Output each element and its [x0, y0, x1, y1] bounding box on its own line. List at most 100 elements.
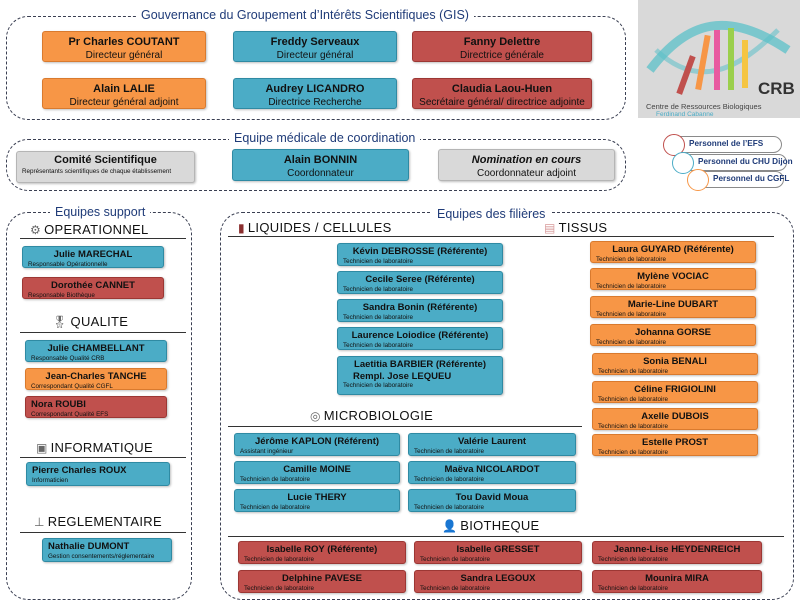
logo-line1: Centre de Ressources Biologiques — [646, 102, 762, 111]
person-name: Alain LALIE — [93, 83, 155, 95]
person-role: Responsable Biothèque — [28, 291, 95, 299]
divider — [540, 236, 774, 237]
person-name: Jeanne-Lise HEYDENREICH — [613, 544, 741, 555]
comite-card: Comité Scientifique Représentants scient… — [16, 151, 195, 183]
person-role: Technicien de laboratoire — [343, 341, 414, 349]
liquides-card: Cecile Seree (Référente) Technicien de l… — [337, 271, 503, 294]
person-name: Cecile Seree (Référente) — [365, 274, 475, 285]
person-role: Directeur général — [85, 49, 163, 61]
coordinator-role: Coordonnateur — [287, 167, 354, 179]
support-card: Julie MARECHAL Responsable Opérationnell… — [22, 246, 164, 268]
biotheque-card: Sandra LEGOUX Technicien de laboratoire — [414, 570, 582, 593]
person-role: Technicien de laboratoire — [343, 285, 414, 293]
person-role: Directrice Recherche — [268, 96, 362, 108]
person-role: Technicien de laboratoire — [343, 257, 414, 265]
tissus-card: Laura GUYARD (Référente) Technicien de l… — [590, 241, 756, 263]
person-role: Technicien de laboratoire — [598, 448, 669, 456]
adjoint-card: Nomination en cours Coordonnateur adjoin… — [438, 149, 615, 181]
support-title: Equipes support — [50, 205, 151, 219]
person-name: Nora ROUBI — [31, 399, 86, 410]
person-name: Lucie THERY — [287, 492, 347, 503]
person-icon: 👤 — [442, 519, 458, 533]
person-name: Mounira MIRA — [645, 573, 709, 584]
person-role: Technicien de laboratoire — [414, 475, 485, 483]
test-tube-icon: ▮ — [238, 221, 245, 235]
qualite-heading: 🎖QUALITE — [52, 314, 129, 329]
legend-label: Personnel du CGFL — [713, 174, 790, 183]
person-role: Secrétaire général/ directrice adjointe — [419, 96, 585, 108]
person-role: Responsable Qualité CRB — [31, 354, 105, 362]
divider — [20, 457, 186, 458]
person-role: Technicien de laboratoire — [598, 422, 669, 430]
biotheque-card: Jeanne-Lise HEYDENREICH Technicien de la… — [592, 541, 762, 564]
legend-label: Personnel de l’EFS — [689, 139, 764, 148]
person-replacement: Rempl. Jose LEQUEU — [353, 370, 452, 382]
tissus-card: Céline FRIGIOLINI Technicien de laborato… — [592, 381, 758, 403]
person-name: Pierre Charles ROUX — [32, 465, 127, 476]
person-role: Technicien de laboratoire — [598, 367, 669, 375]
divider — [20, 332, 186, 333]
gears-icon: ⚙ — [30, 223, 42, 237]
person-name: Fanny Delettre — [463, 36, 541, 48]
person-role: Technicien de laboratoire — [414, 447, 485, 455]
person-name: Sandra LEGOUX — [460, 573, 536, 584]
biotheque-card: Isabelle ROY (Référente) Technicien de l… — [238, 541, 406, 564]
informatique-heading: ▣INFORMATIQUE — [36, 440, 153, 455]
tissus-card: Estelle PROST Technicien de laboratoire — [592, 434, 758, 456]
logo-line2: Ferdinand Cabanne — [656, 111, 714, 118]
biotheque-card: Isabelle GRESSET Technicien de laboratoi… — [414, 541, 582, 564]
support-card: Pierre Charles ROUX Informaticien — [26, 462, 170, 486]
legend-efs: Personnel de l’EFS — [663, 134, 782, 156]
person-role: Technicien de laboratoire — [240, 503, 311, 511]
person-name: Laura GUYARD (Référente) — [612, 244, 734, 255]
medal-icon: 🎖 — [52, 315, 68, 329]
person-role: Assistant ingénieur — [240, 447, 294, 455]
person-name: Isabelle GRESSET — [456, 544, 540, 555]
divider — [228, 426, 582, 427]
liquides-heading: ▮LIQUIDES / CELLULES — [238, 220, 392, 235]
legend-cgfl: Personnel du CGFL — [687, 169, 789, 191]
person-name: Julie MARECHAL — [53, 249, 133, 260]
tissus-card: Sonia BENALI Technicien de laboratoire — [592, 353, 758, 375]
person-role: Technicien de laboratoire — [598, 395, 669, 403]
adjoint-role: Coordonnateur adjoint — [477, 167, 576, 179]
gov-card: Audrey LICANDRO Directrice Recherche — [233, 78, 397, 109]
person-name: Mylène VOCIAC — [637, 271, 709, 282]
adjoint-name: Nomination en cours — [471, 154, 582, 166]
person-name: Valérie Laurent — [457, 436, 527, 447]
person-name: Freddy Serveaux — [270, 36, 360, 48]
person-name: Laetitia BARBIER (Référente) — [354, 359, 486, 370]
stamp-icon: ⊥ — [34, 515, 45, 529]
person-name: Estelle PROST — [642, 437, 708, 448]
support-card: Nathalie DUMONT Gestion consentements/ré… — [42, 538, 172, 562]
person-name: Nathalie DUMONT — [48, 541, 130, 552]
person-role: Technicien de laboratoire — [343, 313, 414, 321]
tissus-card: Mylène VOCIAC Technicien de laboratoire — [590, 268, 756, 290]
person-name: Marie-Line DUBART — [627, 299, 719, 310]
medical-title: Equipe médicale de coordination — [229, 131, 421, 145]
gov-card: Fanny Delettre Directrice générale — [412, 31, 592, 62]
liquides-card: Laurence Loiodice (Référente) Technicien… — [337, 327, 503, 350]
person-name: Tou David Moua — [455, 492, 529, 503]
person-role: Technicien de laboratoire — [598, 555, 669, 563]
operationnel-heading: ⚙OPERATIONNEL — [30, 222, 149, 237]
person-name: Laurence Loiodice (Référente) — [351, 330, 489, 341]
logo-panel: CRB Centre de Ressources Biologiques Fer… — [638, 0, 800, 118]
person-role: Technicien de laboratoire — [420, 584, 491, 592]
person-role: Gestion consentements/réglementaire — [48, 552, 155, 560]
person-role: Technicien de laboratoire — [244, 584, 315, 592]
person-name: Audrey LICANDRO — [265, 83, 365, 95]
person-name: Isabelle ROY (Référente) — [266, 544, 378, 555]
support-card: Jean-Charles TANCHE Correspondant Qualit… — [25, 368, 167, 390]
person-role: Technicien de laboratoire — [420, 555, 491, 563]
liquides-card: Laetitia BARBIER (Référente) Rempl. Jose… — [337, 356, 503, 395]
person-name: Camille MOINE — [283, 464, 351, 475]
person-name: Maëva NICOLARDOT — [444, 464, 540, 475]
divider — [228, 236, 548, 237]
cube-icon: ▣ — [36, 441, 48, 455]
person-role: Directrice générale — [460, 49, 544, 61]
person-role: Technicien de laboratoire — [598, 584, 669, 592]
divider — [20, 532, 186, 533]
person-name: Jean-Charles TANCHE — [45, 371, 147, 382]
person-name: Claudia Laou-Huen — [451, 83, 553, 95]
